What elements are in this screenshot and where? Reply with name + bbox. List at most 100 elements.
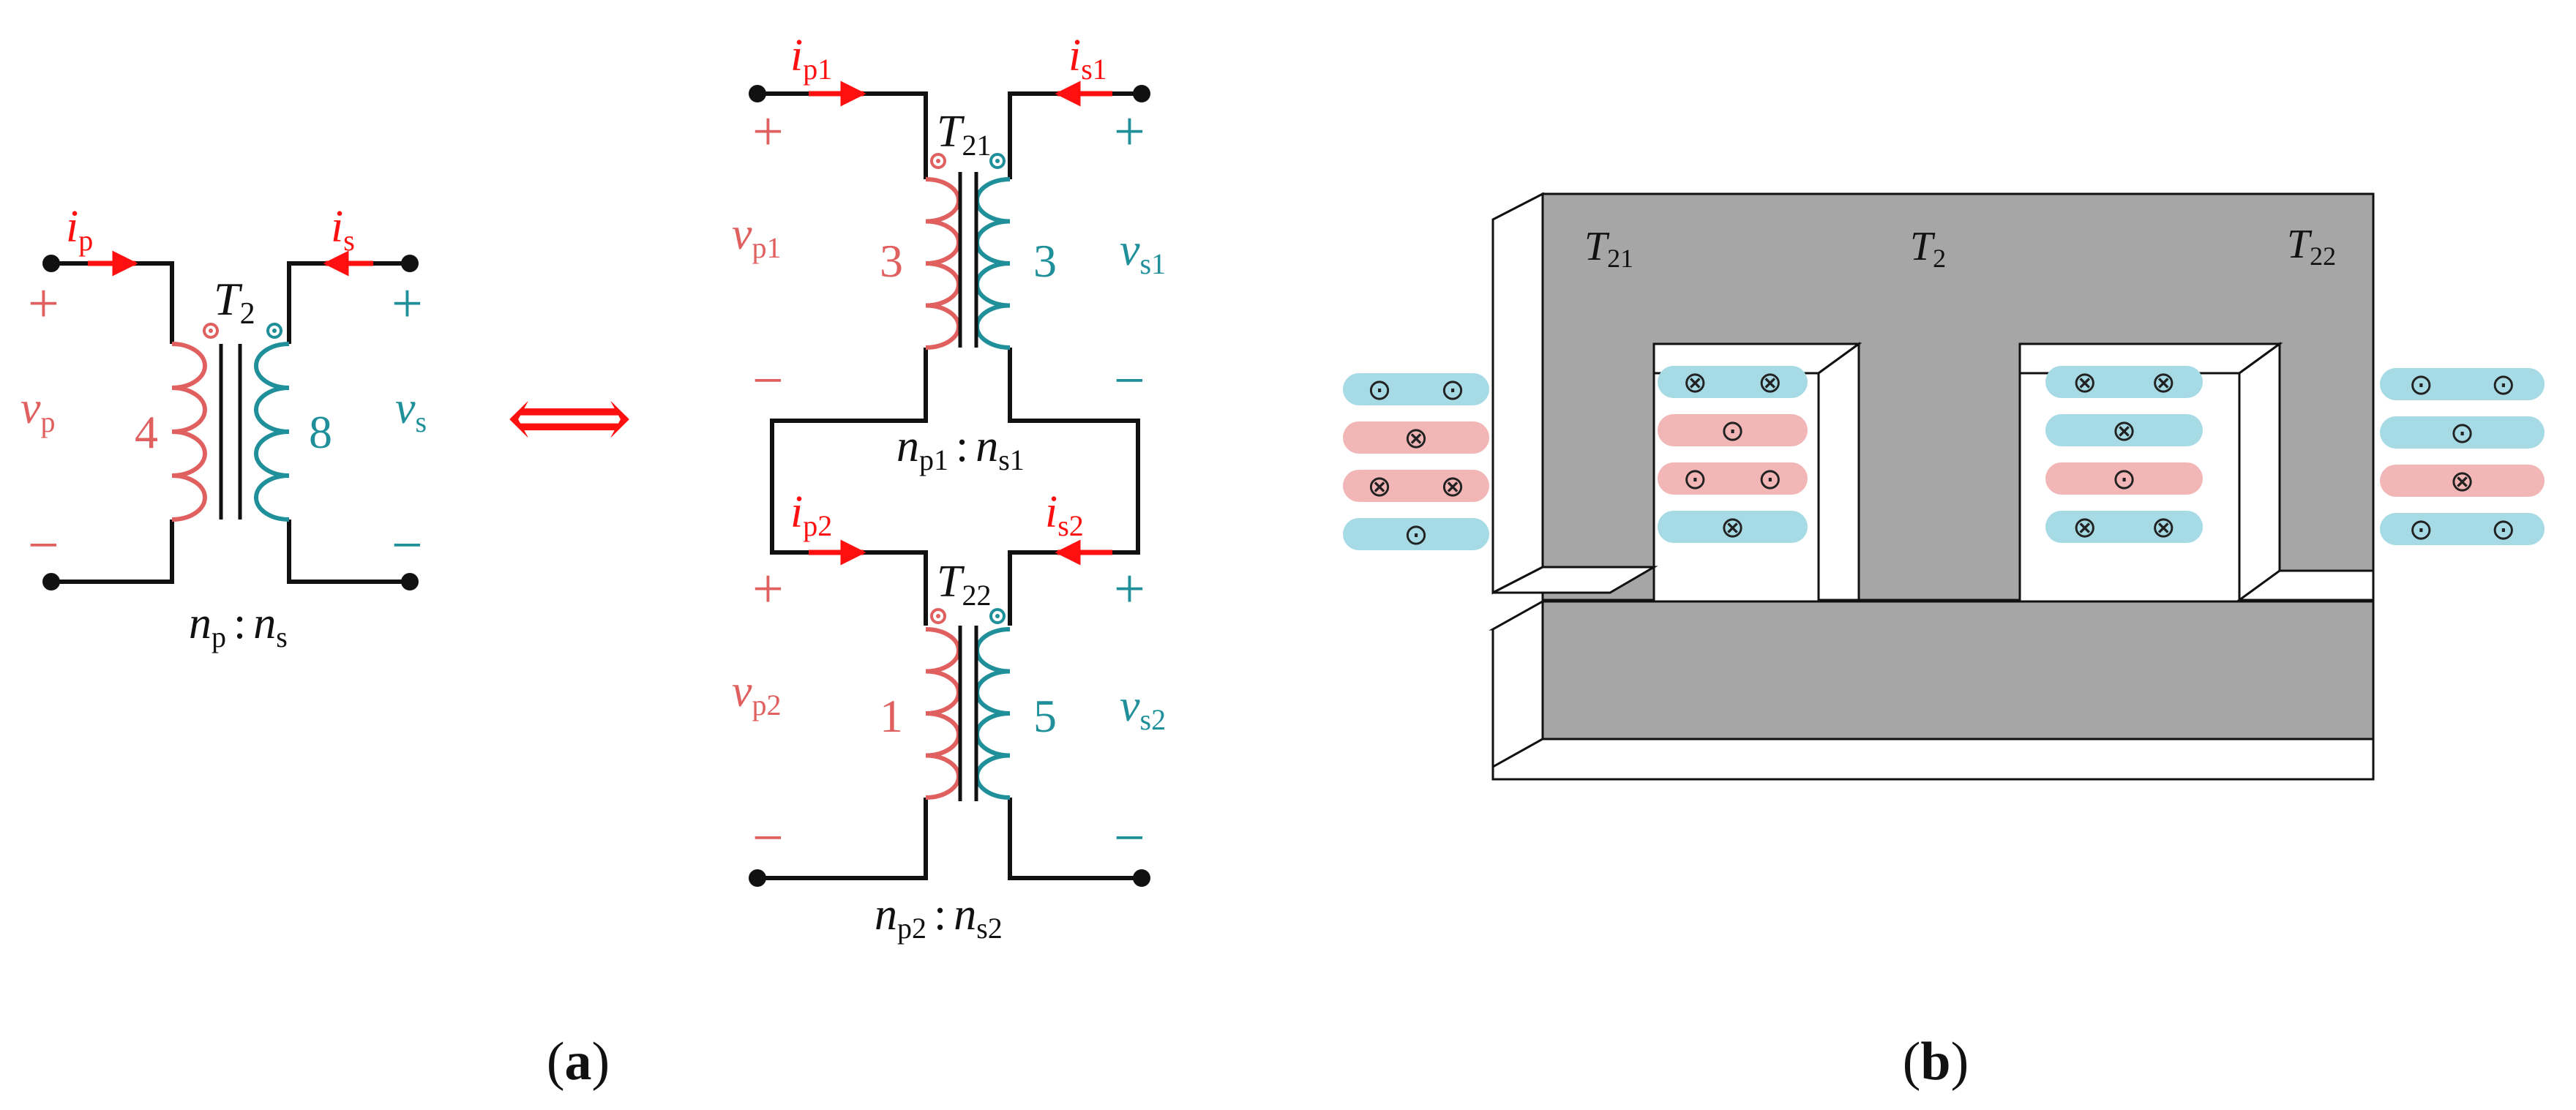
t22-vp-label: vp2 — [732, 667, 782, 721]
current-out-symbol: ⊙ — [1721, 414, 1745, 448]
t21-ip-label: ip1 — [790, 31, 832, 86]
t22-vp-plus: + — [752, 558, 784, 620]
t21-vp-minus: − — [752, 350, 784, 411]
t2-ratio: np:ns — [189, 599, 288, 653]
current-in-symbol: ⊗ — [1721, 511, 1745, 544]
t22-ratio: np2:ns2 — [875, 890, 1003, 945]
core-label-t22: T22 — [2287, 222, 2336, 271]
coil-bars: ⊙⊙⊗⊗⊗⊙⊗⊗⊙⊙⊙⊗⊗⊗⊗⊙⊗⊗⊙⊙⊙⊗⊙⊙ — [1343, 366, 2545, 552]
t21-vs-plus: + — [1114, 101, 1145, 162]
t22-primary-coil — [925, 627, 961, 800]
current-out-symbol: ⊙ — [1758, 462, 1783, 496]
lower-core-bottom — [1491, 738, 2375, 781]
caption-b: (b) — [1903, 1032, 1969, 1092]
current-in-symbol: ⊗ — [2073, 511, 2097, 544]
t21-primary-coil — [925, 177, 961, 350]
t22-is-label: is2 — [1045, 487, 1084, 542]
right-outer-coil-bar — [2380, 513, 2545, 545]
right-window-coil-bar — [2045, 414, 2203, 446]
t22-label: T22 — [937, 557, 991, 612]
t2-vs-label: vs — [395, 383, 427, 438]
equivalence-symbol: ⟺ — [506, 370, 632, 467]
t2-vp-plus: + — [28, 273, 59, 334]
t21-label: T21 — [937, 107, 991, 162]
t22-vp-minus: − — [752, 807, 784, 869]
t2-vs-plus: + — [392, 273, 423, 334]
t21-ratio: np1:ns1 — [896, 421, 1025, 476]
right-window-coil-bar — [2045, 462, 2203, 495]
current-out-symbol: ⊙ — [2450, 416, 2475, 450]
upper-core-left-side — [1491, 192, 1544, 595]
current-out-symbol: ⊙ — [2491, 513, 2516, 547]
t22-vs-plus: + — [1114, 558, 1145, 620]
current-out-symbol: ⊙ — [1440, 373, 1465, 407]
right-outer-coil-bar — [2380, 368, 2545, 400]
t22-primary-turns: 1 — [880, 690, 903, 742]
t2-label: T2 — [214, 273, 255, 331]
core-label-t2: T2 — [1910, 224, 1946, 273]
left-bottom-ledge — [1492, 566, 1658, 594]
current-in-symbol: ⊗ — [1682, 366, 1707, 400]
t21-vs-minus: − — [1114, 350, 1145, 411]
t2-core-lines — [219, 344, 242, 520]
right-window-coil-bar — [2045, 511, 2203, 543]
t22-secondary-dot — [989, 608, 1006, 624]
left-window-inner-side — [1817, 342, 1860, 601]
current-out-symbol: ⊙ — [2491, 368, 2516, 402]
current-in-symbol: ⊗ — [2112, 414, 2137, 448]
t2-vp-minus: − — [28, 514, 59, 576]
left-window-coil-bar — [1658, 462, 1808, 495]
current-in-symbol: ⊗ — [2151, 366, 2176, 400]
current-out-symbol: ⊙ — [2408, 513, 2433, 547]
circuit-t2: T2 ip is + − + − vp vs 4 8 np:ns — [20, 202, 427, 653]
split-terminals — [749, 85, 1150, 887]
left-outer-coil-bar — [1343, 470, 1489, 502]
current-in-symbol: ⊗ — [2151, 511, 2176, 544]
t2-primary-coil — [171, 342, 207, 522]
right-outer-coil-bar — [2380, 465, 2545, 497]
left-outer-coil-bar — [1343, 518, 1489, 550]
t2-vp-label: vp — [20, 383, 56, 438]
right-window-inner-side — [2238, 342, 2281, 601]
t22-secondary-turns: 5 — [1033, 690, 1057, 742]
t21-secondary-dot — [989, 153, 1006, 169]
t21-vs-label: vs1 — [1120, 225, 1166, 280]
t2-primary-turns: 4 — [135, 406, 158, 458]
t2-vs-minus: − — [392, 514, 423, 576]
t2-is-label: is — [331, 202, 355, 257]
t21-primary-turns: 3 — [880, 235, 903, 287]
core-label-t21: T21 — [1584, 224, 1633, 273]
right-outer-coil-bar — [2380, 416, 2545, 449]
left-outer-coil-bar — [1343, 421, 1489, 454]
core-diagram — [1489, 192, 2375, 781]
t22-primary-dot — [930, 608, 946, 624]
t22-ip-label: ip2 — [790, 487, 832, 542]
current-out-symbol: ⊙ — [2408, 368, 2433, 402]
t21-is-label: is1 — [1068, 31, 1107, 86]
current-in-symbol: ⊗ — [2450, 465, 2475, 498]
circuit-t21-t22: T21 ip1 is1 + − + − vp1 vs1 3 3 np1:ns1 … — [732, 31, 1166, 945]
lower-core-front — [1541, 600, 2375, 740]
t2-ip-label: ip — [66, 202, 93, 257]
left-window-coil-bar — [1658, 511, 1808, 543]
current-in-symbol: ⊗ — [1367, 470, 1392, 503]
t21-secondary-turns: 3 — [1033, 235, 1057, 287]
current-in-symbol: ⊗ — [2073, 366, 2097, 400]
current-out-symbol: ⊙ — [1682, 462, 1707, 496]
current-out-symbol: ⊙ — [1367, 373, 1392, 407]
t2-terminals — [42, 255, 419, 590]
t22-vs-label: vs2 — [1120, 681, 1166, 736]
current-in-symbol: ⊗ — [1440, 470, 1465, 503]
current-out-symbol: ⊙ — [1404, 518, 1429, 552]
t21-core-lines — [958, 172, 978, 348]
left-window-coil-bar — [1658, 366, 1808, 398]
right-window-coil-bar — [2045, 366, 2203, 398]
t21-secondary-coil — [975, 177, 1011, 350]
t2-secondary-turns: 8 — [309, 406, 332, 458]
current-in-symbol: ⊗ — [1404, 421, 1429, 455]
t21-vp-label: vp1 — [732, 209, 782, 264]
t2-primary-dot — [203, 323, 219, 339]
t2-secondary-coil — [254, 342, 290, 522]
t22-secondary-coil — [975, 627, 1011, 800]
